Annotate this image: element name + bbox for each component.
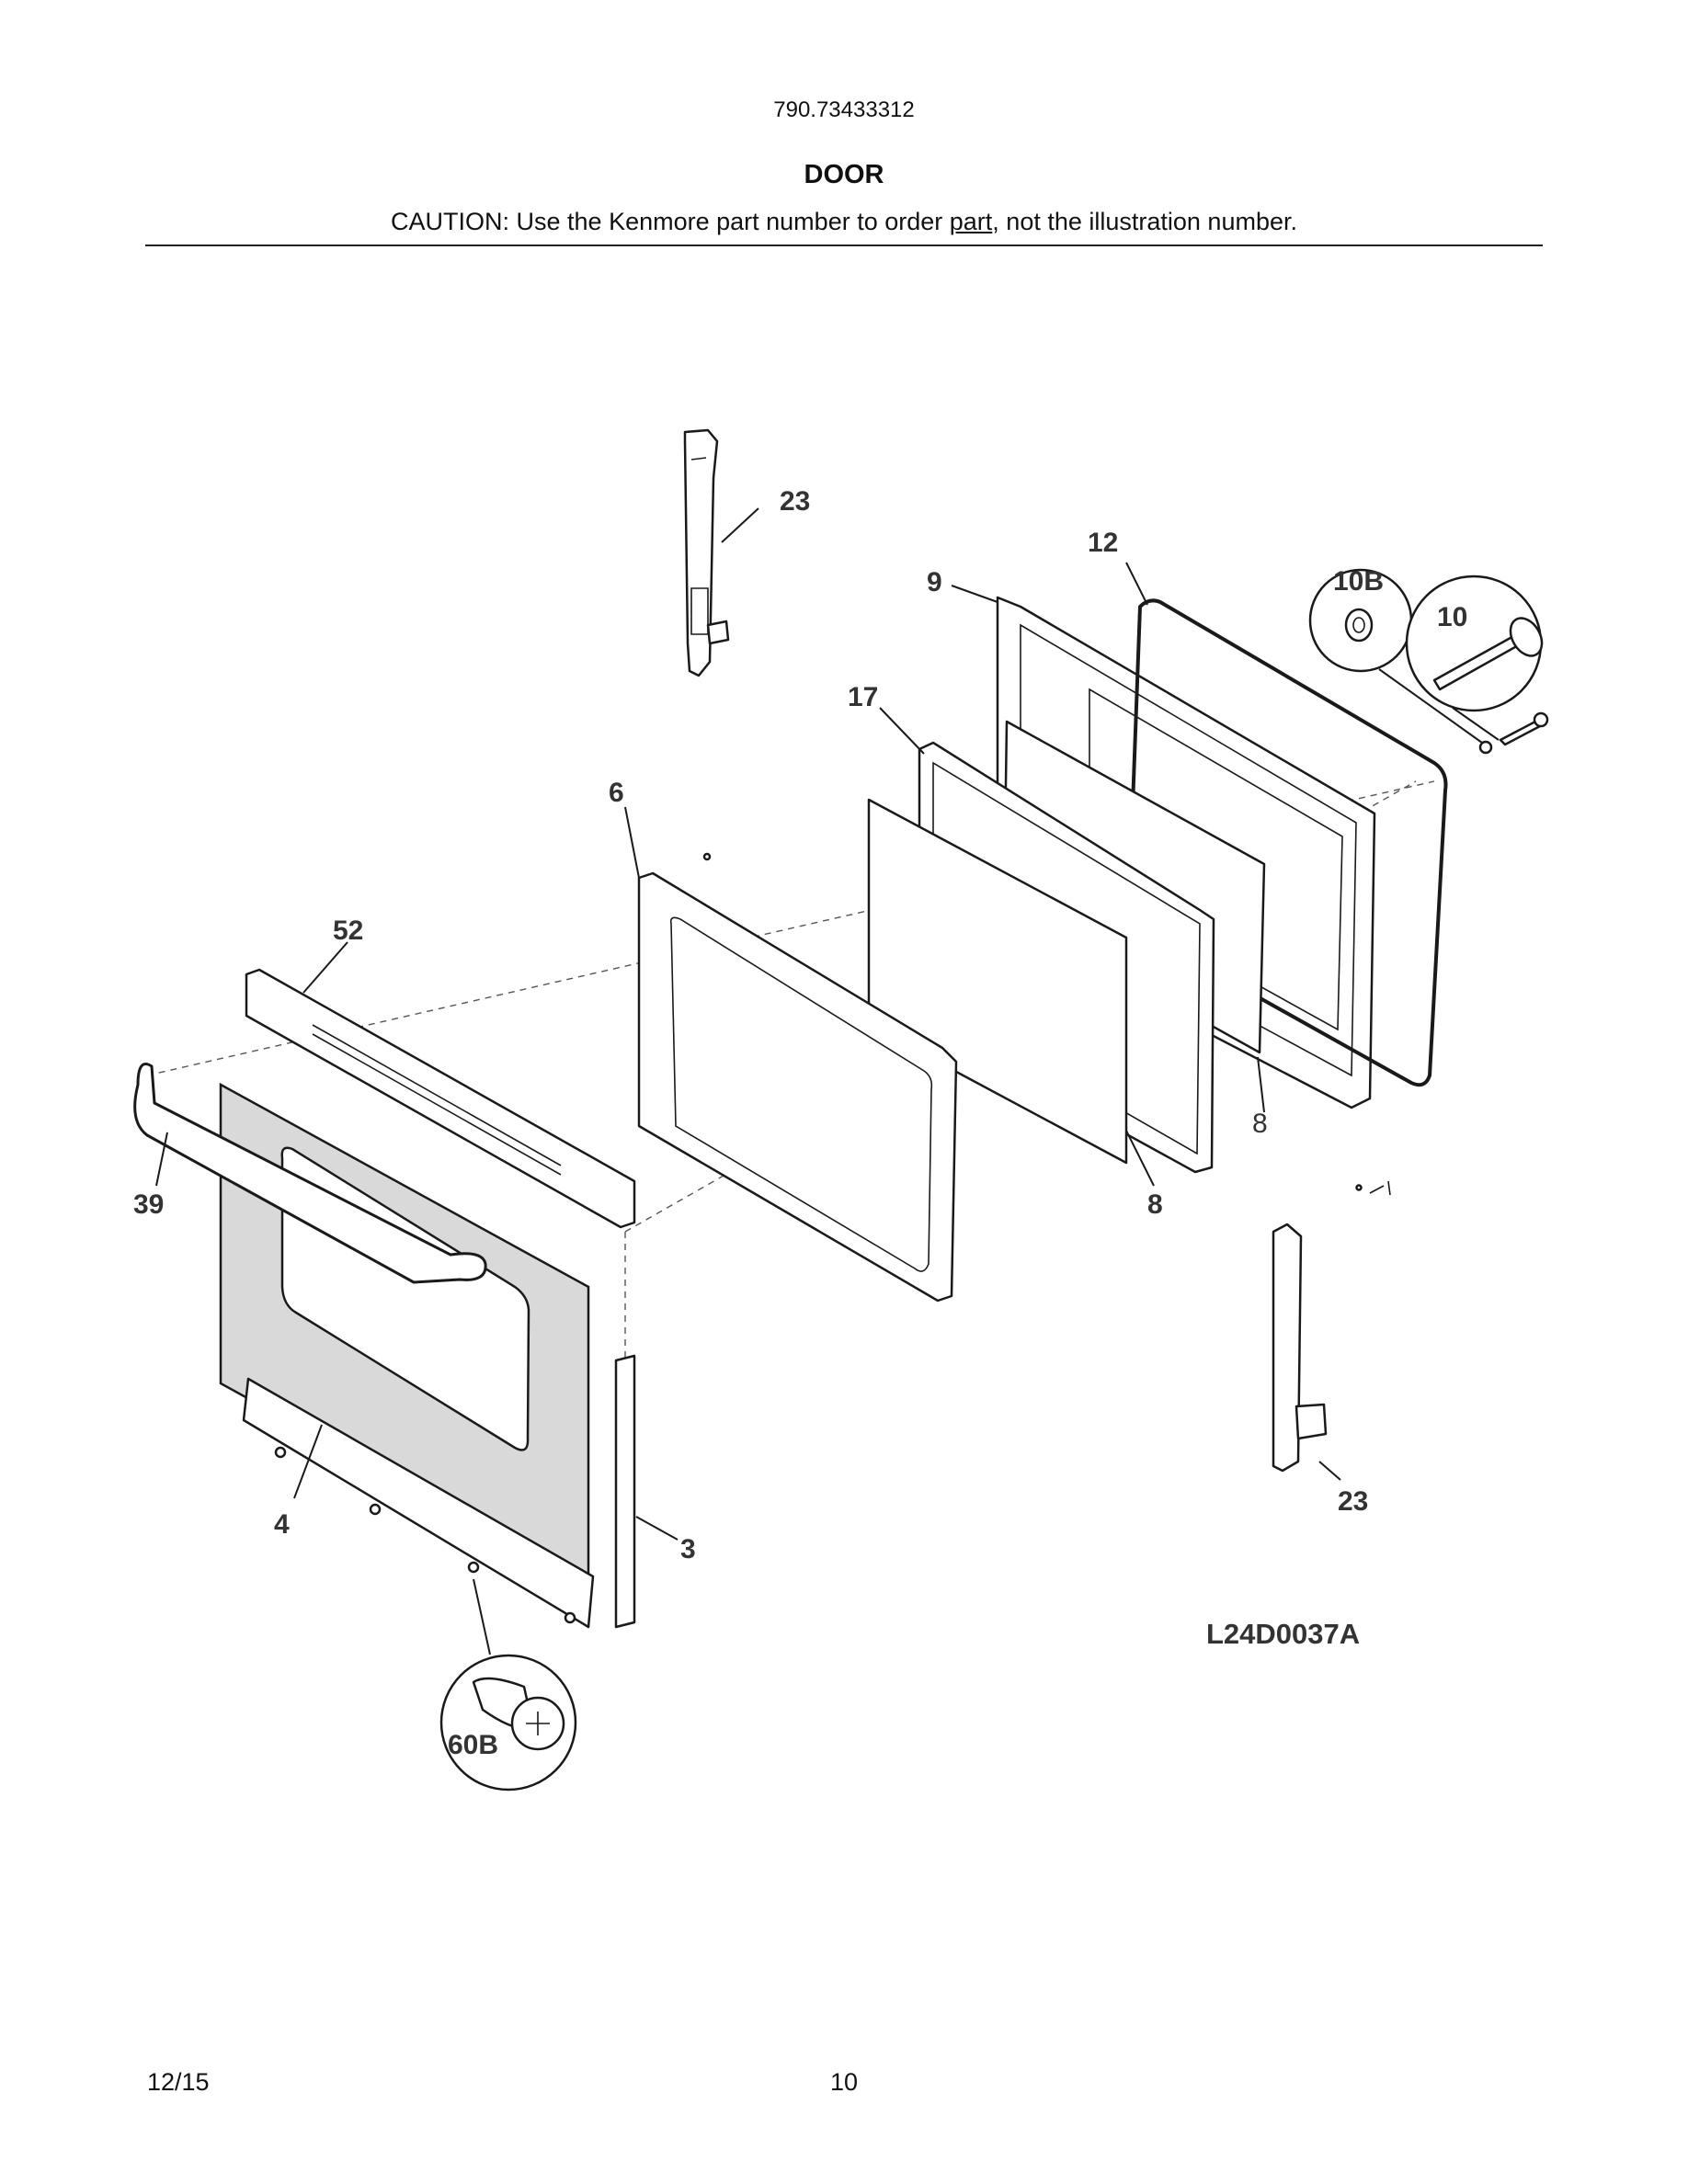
diagram-code: L24D0037A xyxy=(1206,1618,1360,1650)
footer-page-number: 10 xyxy=(829,2068,859,2096)
header-rule xyxy=(145,245,1543,246)
callout-60b: 60B xyxy=(448,1730,498,1760)
callout-39: 39 xyxy=(133,1189,164,1220)
bottom-vent-trim-part xyxy=(242,1377,595,1629)
hinge-bottom-part xyxy=(1272,1223,1328,1473)
caution-prefix: CAUTION: Use the Kenmore part number to … xyxy=(391,208,950,235)
caution-note: CAUTION: Use the Kenmore part number to … xyxy=(0,208,1688,236)
callout-3: 3 xyxy=(680,1534,696,1564)
middle-glass-part xyxy=(867,798,1128,1165)
callout-6: 6 xyxy=(609,778,624,808)
bolt-zoom-circle xyxy=(1405,574,1544,741)
callout-52: 52 xyxy=(333,916,363,946)
bolt-small-part xyxy=(1478,711,1549,755)
callout-8-mid: 8 xyxy=(1147,1189,1163,1220)
callout-17: 17 xyxy=(848,682,878,712)
callout-8-right: 8 xyxy=(1252,1109,1268,1139)
hinge-top-part xyxy=(683,428,730,677)
callout-12: 12 xyxy=(1088,528,1118,558)
callout-9: 9 xyxy=(927,567,942,597)
callout-10b: 10B xyxy=(1333,566,1384,597)
callout-23-top: 23 xyxy=(780,486,810,517)
caution-suffix: , not the illustration number. xyxy=(992,208,1297,235)
side-trim-part xyxy=(614,1354,636,1629)
small-hardware-part xyxy=(1355,1180,1391,1196)
door-handle-part xyxy=(133,1063,487,1284)
screw-zoom-circle xyxy=(439,1578,577,1792)
model-number: 790.73433312 xyxy=(773,97,915,122)
callout-4: 4 xyxy=(274,1509,290,1540)
footer-date: 12/15 xyxy=(147,2068,210,2096)
callout-23-bottom: 23 xyxy=(1338,1486,1368,1517)
caution-underlined: part xyxy=(949,208,993,235)
section-title: DOOR xyxy=(804,160,884,189)
screws-part xyxy=(274,852,712,1624)
callout-10: 10 xyxy=(1437,602,1467,632)
washer-zoom-circle xyxy=(1308,568,1483,744)
inner-door-panel-part xyxy=(637,871,958,1302)
leader-lines xyxy=(155,507,1341,1541)
handle-trim-part xyxy=(245,968,636,1229)
